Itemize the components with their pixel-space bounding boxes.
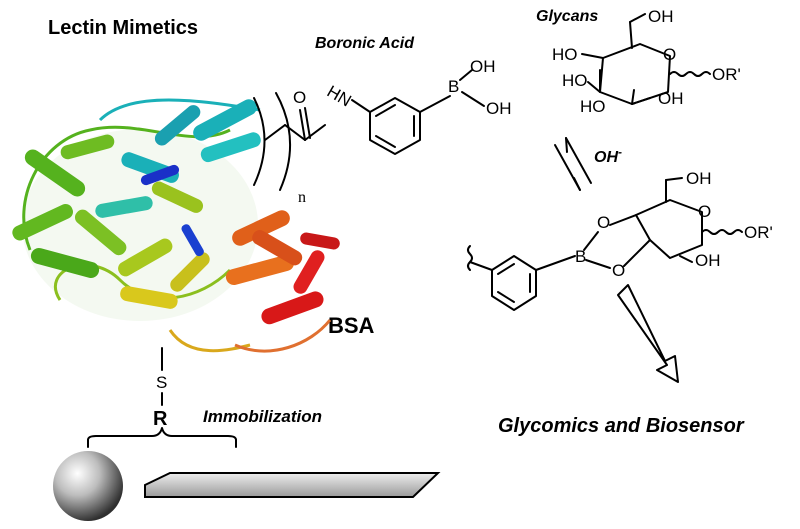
sulfur-atom: S xyxy=(156,373,167,392)
immobilization-label: Immobilization xyxy=(203,407,322,426)
lectin-mimetics-title: Lectin Mimetics xyxy=(48,17,198,39)
boronate-ester-structure: B O O O OH OH OR' xyxy=(467,169,773,311)
equilibrium-arrows xyxy=(554,137,592,191)
bsa-protein-ribbon xyxy=(12,98,340,353)
amide-hn: HN xyxy=(324,82,355,111)
ester-oxygen-1: O xyxy=(597,213,610,232)
bsa-label: BSA xyxy=(328,313,375,338)
glycan-ho-1: HO xyxy=(552,45,578,64)
glycans-label: Glycans xyxy=(536,8,598,25)
gold-nanoparticle-sphere xyxy=(53,451,123,521)
sensor-surface-slab xyxy=(144,472,441,498)
hydroxide-text: OH xyxy=(594,149,618,166)
immobilization-linker: S R xyxy=(87,347,237,448)
glycan-structure: O OH HO HO HO OH OR' xyxy=(552,7,741,116)
hydroxide-charge: - xyxy=(618,145,622,159)
carbonyl-oxygen: O xyxy=(293,88,306,107)
glycan-oh-4: OH xyxy=(658,89,684,108)
application-arrow xyxy=(617,284,679,383)
glycan-ring-oxygen: O xyxy=(663,45,676,64)
hydroxide-label: OH- xyxy=(594,145,622,166)
ester-oxygen-2: O xyxy=(612,261,625,280)
r-group-label: R xyxy=(153,408,168,430)
boronic-acid-structure: n O HN B OH OH xyxy=(253,57,512,206)
surface-brace xyxy=(87,427,237,448)
repeat-n-label: n xyxy=(298,189,306,206)
boronic-oh-bottom: OH xyxy=(486,99,512,118)
ester-oh-lower: OH xyxy=(695,251,721,270)
ester-oh-ch2: OH xyxy=(686,169,712,188)
ester-or-prime: OR' xyxy=(744,223,773,242)
glycan-ho-2: HO xyxy=(562,71,588,90)
ester-ring-oxygen: O xyxy=(698,202,711,221)
glycan-ho-3: HO xyxy=(580,97,606,116)
boronic-acid-label: Boronic Acid xyxy=(315,35,415,52)
boronic-oh-top: OH xyxy=(470,57,496,76)
boron-atom-ester: B xyxy=(575,247,586,266)
glycan-oh-ch2: OH xyxy=(648,7,674,26)
boron-atom-top: B xyxy=(448,77,459,96)
glycan-or-prime: OR' xyxy=(712,65,741,84)
glycomics-biosensor-label: Glycomics and Biosensor xyxy=(498,415,745,437)
